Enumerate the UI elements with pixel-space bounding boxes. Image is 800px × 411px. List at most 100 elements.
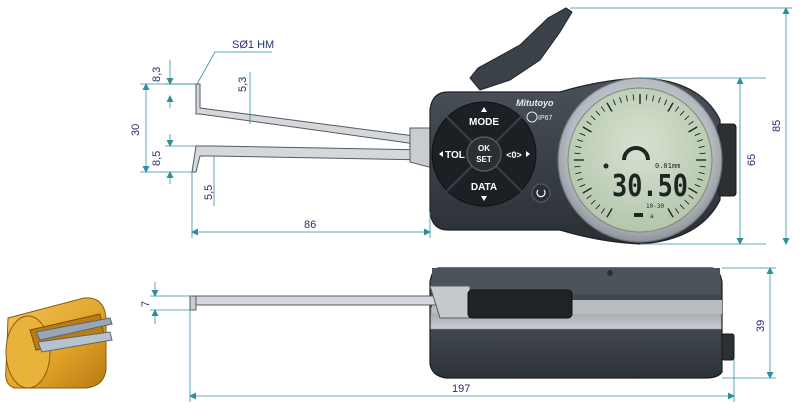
dial-tick xyxy=(699,165,706,168)
lower-measuring-arm xyxy=(191,145,431,173)
battery-icon xyxy=(634,213,643,217)
dial-tick xyxy=(696,178,703,181)
dial-tick xyxy=(688,126,698,133)
dial-tick xyxy=(582,126,592,133)
arm-length-label: 86 xyxy=(304,219,316,231)
side-view-knob xyxy=(721,333,735,361)
jaw-thickness-bottom-label: 8,5 xyxy=(151,151,163,166)
side-arm-tip xyxy=(189,295,197,311)
dial-tick xyxy=(579,132,586,137)
dial-tick xyxy=(590,115,596,121)
dial-tick xyxy=(586,120,592,126)
jaw-gap-label: 30 xyxy=(130,124,142,136)
data-arrow-icon xyxy=(481,196,487,201)
dial-tick xyxy=(586,194,592,200)
dial-tick xyxy=(632,94,635,101)
power-button[interactable] xyxy=(531,183,551,203)
jaw-step-top-label: 5,3 xyxy=(237,77,249,92)
dial-tick xyxy=(696,139,703,142)
ip-rating: IP67 xyxy=(538,115,553,122)
lcd-display xyxy=(567,87,713,233)
side-screw xyxy=(607,270,613,276)
overall-length-label: 197 xyxy=(452,383,470,395)
dial-tick xyxy=(577,178,584,181)
carbide-tip-detail xyxy=(5,297,113,389)
dial-tick xyxy=(595,110,601,116)
dial-tick xyxy=(674,208,680,214)
dial-tick xyxy=(674,106,680,112)
gauge-side-view xyxy=(189,267,735,379)
dial-tick xyxy=(663,99,668,106)
dial-tick xyxy=(688,120,694,126)
ok-set-button[interactable] xyxy=(466,136,502,172)
dial-tick xyxy=(698,145,705,148)
overall-height-label: 85 xyxy=(771,120,783,132)
lcd-arc-indicator xyxy=(622,146,650,161)
dial-tick xyxy=(575,172,582,175)
data-button[interactable]: DATA xyxy=(471,182,497,193)
dial-tick xyxy=(645,94,648,101)
dial-tick xyxy=(612,99,617,106)
upper-measuring-arm xyxy=(195,83,431,147)
dial-tick xyxy=(577,139,584,142)
dial-tick xyxy=(684,115,690,121)
mode-arrow-icon xyxy=(481,107,487,112)
body-thickness-label: 39 xyxy=(755,320,767,332)
ok-set-label-bottom[interactable]: SET xyxy=(476,155,492,164)
zero-button[interactable]: <0> xyxy=(506,150,522,160)
lock-icon: a xyxy=(650,213,654,220)
dial-tick xyxy=(600,208,606,214)
tol-arrow-icon xyxy=(439,151,443,157)
dial-tick-scale xyxy=(574,94,706,218)
dial-tick xyxy=(688,194,694,200)
lcd-dot-icon xyxy=(603,163,609,169)
tip-insert-upper xyxy=(35,317,113,341)
dial-tick xyxy=(625,95,628,102)
side-lever xyxy=(467,289,573,319)
lcd-reading: 30.50 xyxy=(612,169,688,204)
release-lever xyxy=(469,7,573,91)
dial-tick xyxy=(658,97,661,104)
front-view-dimensions: SØ1 HM 8,3 5,3 30 8,5 5,5 86 65 xyxy=(130,6,792,245)
side-view-dimensions: 7 39 197 xyxy=(140,267,776,402)
dial-tick xyxy=(579,183,586,188)
side-arm xyxy=(191,295,437,306)
side-jaw-thickness-label: 7 xyxy=(140,301,152,307)
dial-tick xyxy=(667,102,674,112)
dial-tick xyxy=(582,187,592,194)
dial-tick xyxy=(688,187,698,194)
dial-tick xyxy=(694,183,701,188)
dial-tick xyxy=(679,110,685,116)
zero-arrow-icon xyxy=(526,151,530,157)
ip-rating-icon xyxy=(526,111,538,123)
dial-tick xyxy=(606,102,613,112)
dial-tick xyxy=(652,95,655,102)
brand-logo: Mitutoyo xyxy=(516,98,554,108)
ok-set-label-top[interactable]: OK xyxy=(478,144,490,153)
dial-tick xyxy=(606,208,613,218)
dial-tick xyxy=(619,97,622,104)
jaw-thickness-top-label: 8,3 xyxy=(151,67,163,82)
lcd-range: 10-30 xyxy=(646,203,664,210)
dial-tick xyxy=(574,165,581,168)
dial-height-label: 65 xyxy=(746,154,758,166)
dial-tick xyxy=(698,172,705,175)
tip-spec-label: SØ1 HM xyxy=(232,39,274,51)
dial-tick xyxy=(694,132,701,137)
mode-button[interactable]: MODE xyxy=(469,117,499,128)
tip-insert-lower xyxy=(37,331,113,353)
dial-tick xyxy=(684,199,690,205)
dial-tick xyxy=(600,106,606,112)
dial-tick xyxy=(574,152,581,155)
dial-tick xyxy=(699,152,706,155)
lcd-resolution: 0.01mm xyxy=(655,162,680,170)
dial-tick xyxy=(575,145,582,148)
dial-tick xyxy=(590,199,596,205)
dial-tick xyxy=(595,204,601,210)
tol-button[interactable]: TOL xyxy=(445,150,465,161)
jaw-step-bottom-label: 5,5 xyxy=(203,185,215,200)
power-icon xyxy=(536,189,546,198)
gauge-front-view: 0.01mm 30.50 10-30 a Mitutoyo IP67 OK SE… xyxy=(191,7,737,245)
dial-tick xyxy=(679,204,685,210)
